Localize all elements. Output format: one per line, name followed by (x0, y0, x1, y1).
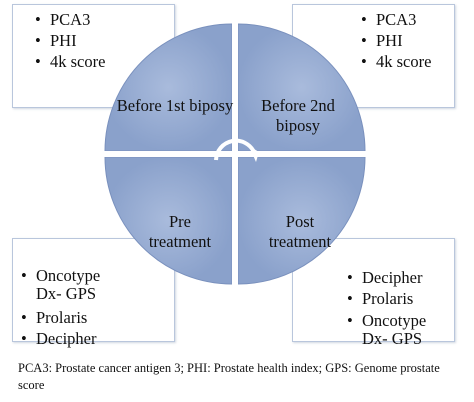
footnote: PCA3: Prostate cancer antigen 3; PHI: Pr… (18, 361, 440, 392)
quadrant-top-right (237, 23, 366, 152)
quadrant-label-top-left: Before 1st biposy (116, 96, 234, 115)
list-item: Oncotype Dx- GPS (347, 312, 442, 348)
quadrant-label-bottom-left: Pre treatment (148, 212, 212, 251)
list-item: 4k score (361, 51, 431, 72)
list-item: Decipher (21, 328, 116, 349)
horizontal-divider (100, 151, 370, 157)
quadrant-label-bottom-right: Post treatment (268, 212, 332, 251)
quadrant-bottom-right (237, 156, 366, 285)
quadrant-top-left (104, 23, 233, 152)
list-item: PCA3 (361, 9, 431, 30)
marker-list-bottom-left: Oncotype Dx- GPS Prolaris Decipher (21, 267, 116, 350)
list-item: PCA3 (35, 9, 105, 30)
list-item: Oncotype Dx- GPS (21, 267, 116, 303)
marker-list-bottom-right: Decipher Prolaris Oncotype Dx- GPS (347, 267, 442, 348)
quadrant-bottom-left (104, 156, 233, 285)
list-item: Decipher (347, 267, 442, 288)
list-item: PHI (35, 30, 105, 51)
list-item: Prolaris (347, 288, 442, 309)
list-item: Prolaris (21, 307, 116, 328)
list-item: PHI (361, 30, 431, 51)
marker-list-top-right: PCA3 PHI 4k score (361, 9, 431, 72)
curved-arrow-icon (214, 138, 259, 162)
box-bottom-left: Oncotype Dx- GPS Prolaris Decipher (12, 238, 175, 349)
quadrant-label-top-right: Before 2nd biposy (261, 96, 335, 135)
marker-list-top-left: PCA3 PHI 4k score (35, 9, 105, 72)
list-item: 4k score (35, 51, 105, 72)
